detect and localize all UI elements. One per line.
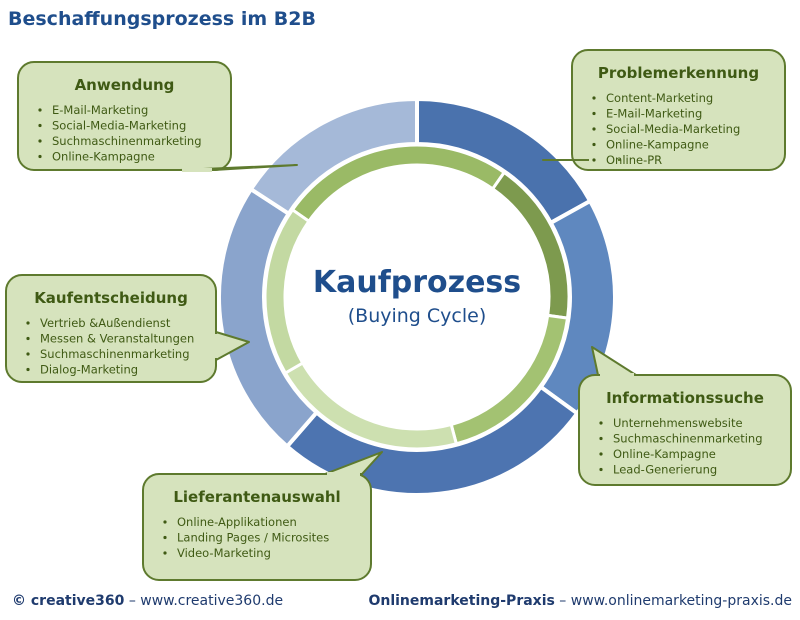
bullet-icon (38, 108, 42, 112)
bubble-title: Anwendung (75, 76, 175, 94)
bullet-icon (599, 436, 603, 441)
center-title: Kaufprozess (313, 265, 521, 300)
bullet-icon (592, 127, 596, 131)
bubble-list-item: E-Mail-Marketing (52, 103, 148, 117)
bubble-list-item: Content-Marketing (606, 91, 713, 105)
bubble-list-item: E-Mail-Marketing (606, 107, 702, 121)
bubble-list-item: Suchmaschinenmarketing (613, 432, 763, 446)
bubble-list-item: Social-Media-Marketing (52, 119, 186, 133)
page-title: Beschaffungsprozess im B2B (8, 8, 316, 30)
bubble-list-item: Dialog-Marketing (40, 363, 138, 377)
bullet-icon (592, 111, 596, 116)
bubble-list-item: Online-Kampagne (606, 138, 709, 152)
bubble-list-item: Video-Marketing (177, 546, 271, 560)
bubble-list-item: Online-Applikationen (177, 515, 297, 529)
bubble-informationssuche: InformationssucheUnternehmenswebsiteSuch… (578, 346, 792, 486)
bullet-icon (26, 352, 30, 356)
center-disc (285, 165, 549, 429)
bullet-icon (38, 123, 42, 128)
bullet-icon (592, 96, 596, 100)
bullet-icon (38, 154, 42, 159)
bubble-title: Problemerkennung (598, 64, 759, 82)
bullet-icon (163, 520, 167, 524)
bubble-box (571, 49, 786, 171)
bubble-list-item: Online-Kampagne (613, 447, 716, 461)
inner-ring (263, 143, 571, 451)
bubble-box (5, 274, 217, 383)
bubble-list-item: Landing Pages / Microsites (177, 531, 329, 545)
bubble-list-item: Unternehmenswebsite (613, 416, 743, 430)
bullet-icon (599, 421, 603, 425)
bubble-list-item: Vertrieb &Außendienst (40, 316, 171, 330)
footer-credit-left: © creative360 – www.creative360.de (12, 593, 283, 609)
bubble-title: Informationssuche (606, 389, 764, 407)
bubble-list-item: Suchmaschinenmarketing (52, 134, 202, 148)
bubble-box (142, 473, 372, 581)
bubble-list-item: Suchmaschinenmarketing (40, 347, 190, 361)
bubble-list-item: Social-Media-Marketing (606, 122, 740, 136)
bubble-lieferantenauswahl: LieferantenauswahlOnline-ApplikationenLa… (142, 451, 383, 581)
bullet-icon (592, 142, 596, 147)
bubble-list-item: Online-Kampagne (52, 150, 155, 164)
bubble-list-item: Online-PR (606, 153, 662, 167)
footer-left-url: – www.creative360.de (128, 593, 284, 609)
footer-left-brand: © creative360 (12, 593, 125, 609)
footer-right-brand: Onlinemarketing-Praxis (368, 593, 555, 609)
bubble-list-item: Messen & Veranstaltungen (40, 332, 194, 346)
bullet-icon (599, 452, 603, 456)
bubble-problemerkennung: ProblemerkennungContent-MarketingE-Mail-… (542, 49, 786, 171)
bullet-icon (599, 467, 603, 472)
bubble-anwendung: AnwendungE-Mail-MarketingSocial-Media-Ma… (17, 61, 298, 172)
bullet-icon (592, 158, 596, 162)
bubble-title: Kaufentscheidung (34, 289, 188, 307)
stage-bubbles: ProblemerkennungContent-MarketingE-Mail-… (5, 49, 792, 581)
bullet-icon (26, 321, 30, 325)
bubble-box (17, 61, 232, 171)
footer-right-url: – www.onlinemarketing-praxis.de (559, 593, 792, 609)
bubble-box (578, 374, 792, 486)
bullet-icon (38, 139, 42, 143)
bubble-list-item: Lead-Generierung (613, 463, 717, 477)
bullet-icon (26, 336, 30, 341)
bullet-icon (163, 551, 167, 555)
center-subtitle: (Buying Cycle) (348, 305, 487, 327)
bubble-pointer (591, 346, 637, 376)
bubble-title: Lieferantenauswahl (173, 488, 340, 506)
bullet-icon (26, 367, 30, 372)
bullet-icon (163, 535, 167, 540)
footer-credit-right: Onlinemarketing-Praxis – www.onlinemarke… (368, 593, 792, 609)
